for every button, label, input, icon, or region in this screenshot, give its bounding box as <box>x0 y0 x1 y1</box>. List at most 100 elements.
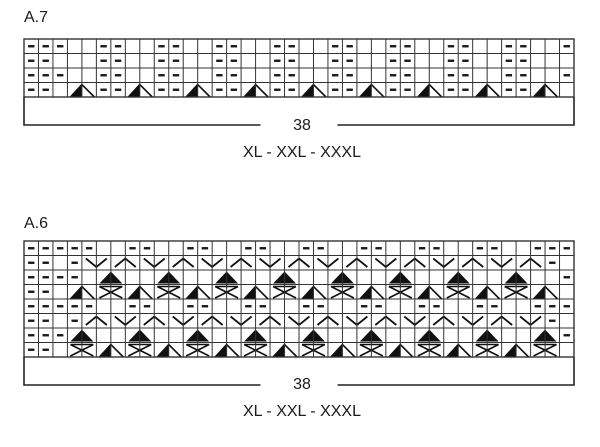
purl-icon <box>71 247 78 250</box>
purl-icon <box>389 88 397 91</box>
purl-icon <box>462 88 469 91</box>
chart-a6-title: A.6 <box>24 215 49 232</box>
purl-icon <box>346 88 353 91</box>
purl-icon <box>549 261 556 264</box>
purl-icon <box>476 247 484 250</box>
purl-icon <box>375 305 382 308</box>
purl-icon <box>71 261 78 264</box>
purl-icon <box>549 247 556 250</box>
purl-icon <box>216 45 223 48</box>
purl-icon <box>389 45 397 48</box>
purl-icon <box>331 74 339 77</box>
stitch-symbols <box>28 45 570 98</box>
purl-icon <box>42 45 49 48</box>
purl-icon <box>491 305 498 308</box>
purl-icon <box>100 88 107 91</box>
purl-icon <box>563 74 570 77</box>
purl-icon <box>549 305 556 308</box>
purl-icon <box>563 305 570 308</box>
purl-icon <box>28 348 35 351</box>
chart-a6-sizes: XL - XXL - XXXL <box>243 403 361 420</box>
purl-icon <box>274 88 281 91</box>
width-bracket <box>23 97 575 126</box>
purl-icon <box>143 247 151 250</box>
purl-icon <box>389 59 397 62</box>
purl-icon <box>259 305 267 308</box>
chart-a7-title: A.7 <box>24 9 49 26</box>
purl-icon <box>201 247 209 250</box>
purl-icon <box>114 59 122 62</box>
purl-icon <box>42 319 49 322</box>
purl-icon <box>447 88 455 91</box>
purl-icon <box>317 247 324 250</box>
purl-icon <box>28 290 35 293</box>
purl-icon <box>505 59 513 62</box>
purl-icon <box>520 59 527 62</box>
purl-icon <box>114 45 122 48</box>
purl-icon <box>230 88 238 91</box>
purl-icon <box>462 59 469 62</box>
purl-icon <box>216 74 223 77</box>
purl-icon <box>520 88 527 91</box>
chart-a7-grid <box>23 38 575 126</box>
purl-icon <box>230 45 238 48</box>
purl-icon <box>216 88 223 91</box>
purl-icon <box>42 59 49 62</box>
purl-icon <box>71 276 78 279</box>
purl-icon <box>56 276 64 279</box>
purl-icon <box>404 45 411 48</box>
purl-icon <box>360 247 368 250</box>
purl-icon <box>172 74 180 77</box>
purl-icon <box>418 305 426 308</box>
purl-icon <box>71 305 78 308</box>
purl-icon <box>56 305 64 308</box>
purl-icon <box>462 45 469 48</box>
purl-icon <box>28 261 35 264</box>
purl-icon <box>505 88 513 91</box>
chart-a7-stitch-count: 38 <box>272 117 332 135</box>
purl-icon <box>187 247 194 250</box>
purl-icon <box>100 74 107 77</box>
purl-icon <box>158 88 165 91</box>
purl-icon <box>172 59 180 62</box>
purl-icon <box>158 74 165 77</box>
purl-icon <box>42 334 49 337</box>
purl-icon <box>201 305 209 308</box>
purl-icon <box>28 88 35 91</box>
purl-icon <box>245 305 252 308</box>
purl-icon <box>28 334 35 337</box>
purl-icon <box>42 247 49 250</box>
purl-icon <box>476 305 484 308</box>
purl-icon <box>331 45 339 48</box>
purl-icon <box>129 247 136 250</box>
chart-a7-sizes: XL - XXL - XXXL <box>243 144 361 161</box>
purl-icon <box>317 305 324 308</box>
purl-icon <box>288 74 295 77</box>
purl-icon <box>56 247 64 250</box>
purl-icon <box>462 74 469 77</box>
purl-icon <box>42 261 49 264</box>
purl-icon <box>129 305 136 308</box>
purl-icon <box>331 88 339 91</box>
purl-icon <box>433 305 440 308</box>
purl-icon <box>230 74 238 77</box>
purl-icon <box>42 276 49 279</box>
purl-icon <box>28 45 35 48</box>
purl-icon <box>114 88 122 91</box>
purl-icon <box>563 276 570 279</box>
purl-icon <box>114 74 122 77</box>
purl-icon <box>28 247 35 250</box>
purl-icon <box>288 59 295 62</box>
purl-icon <box>447 45 455 48</box>
purl-icon <box>56 45 64 48</box>
chart-a6-stitch-count: 38 <box>272 376 332 394</box>
purl-icon <box>245 247 252 250</box>
purl-icon <box>28 74 35 77</box>
purl-icon <box>85 247 93 250</box>
purl-icon <box>563 334 570 337</box>
purl-icon <box>418 247 426 250</box>
purl-icon <box>346 74 353 77</box>
purl-icon <box>274 59 281 62</box>
grid-lines <box>23 240 575 358</box>
purl-icon <box>274 74 281 77</box>
